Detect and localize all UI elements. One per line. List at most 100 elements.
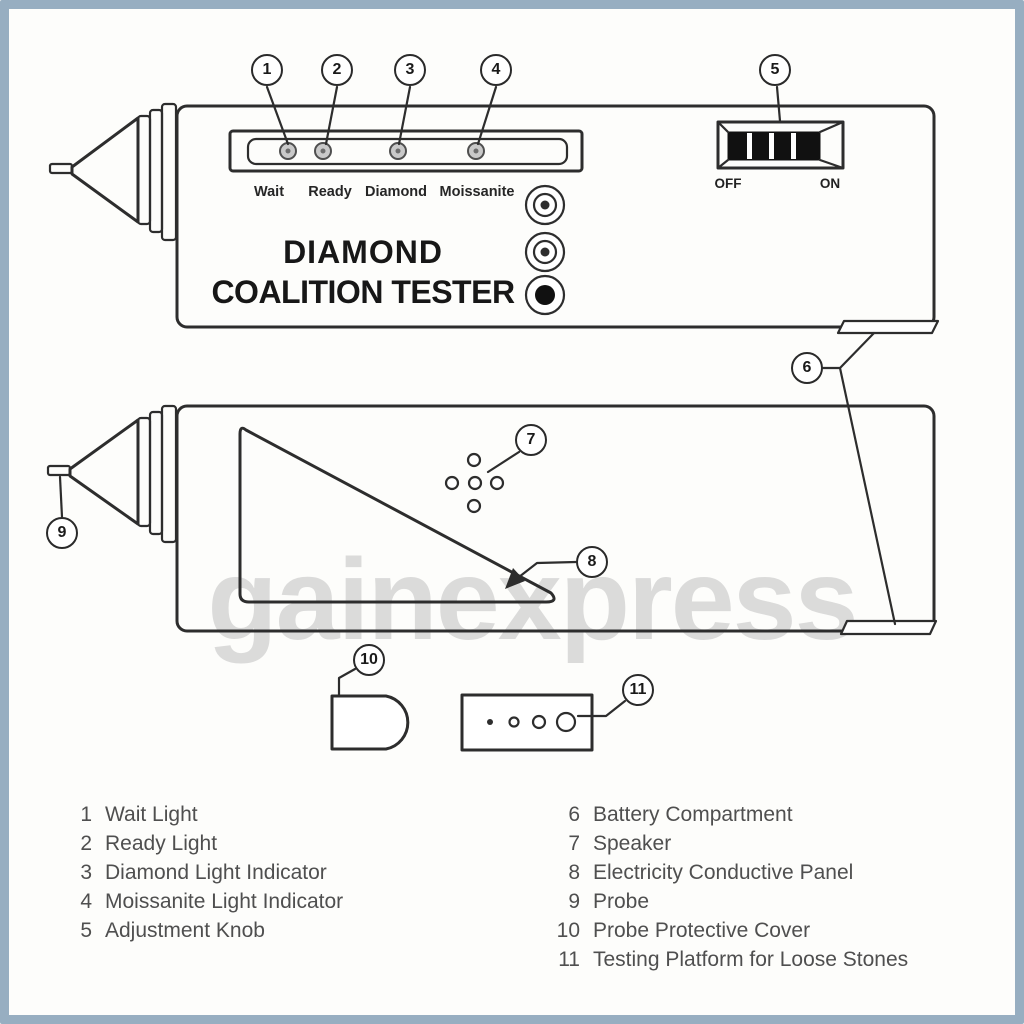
legend-label: Probe Protective Cover [593, 919, 811, 942]
leader-10 [337, 667, 357, 697]
callout-3: 3 [394, 54, 426, 86]
legend-label: Battery Compartment [593, 803, 793, 826]
legend-num: 10 [556, 919, 580, 942]
legend-num: 1 [80, 803, 92, 826]
callout-9: 9 [46, 517, 78, 549]
switch-on-label: ON [819, 176, 841, 191]
speaker-hole [489, 475, 505, 491]
speaker-hole [444, 475, 460, 491]
top-device-view [48, 102, 940, 335]
top-probe-cone [70, 116, 140, 224]
legend-item-1: 1 Wait Light [58, 803, 197, 827]
knob-bevels [716, 120, 845, 170]
top-probe-collar-3 [160, 102, 178, 242]
knob-slit-2 [769, 133, 774, 159]
callout-leader-lines [58, 85, 897, 718]
legend-num: 2 [80, 832, 92, 855]
button-1-ring [532, 192, 558, 218]
leader-1 [265, 85, 290, 146]
speaker-hole [466, 452, 482, 468]
testing-platform [460, 693, 594, 752]
leader-4 [476, 85, 498, 146]
device-title-line1: DIAMOND [283, 234, 443, 270]
callout-8: 8 [576, 546, 608, 578]
knob-slit-3 [791, 133, 796, 159]
button-2-dot [540, 247, 550, 257]
conductive-panel-triangle [238, 426, 556, 604]
legend-num: 11 [558, 948, 580, 971]
callout-4: 4 [480, 54, 512, 86]
legend-num: 6 [568, 803, 580, 826]
battery-slot-bottom [839, 619, 938, 636]
legend-item-6: 6 Battery Compartment [540, 803, 793, 827]
bottom-probe-collar-2 [148, 410, 164, 536]
callout-11: 11 [622, 674, 654, 706]
legend-item-7: 7 Speaker [540, 832, 671, 856]
ready-label: Ready [308, 184, 352, 200]
legend-label: Probe [593, 890, 650, 913]
bottom-probe-tip [46, 464, 72, 477]
legend-item-10: 10 Probe Protective Cover [540, 919, 810, 943]
knob-slit-1 [747, 133, 752, 159]
platform-hole-2 [508, 716, 520, 728]
callout-2: 2 [321, 54, 353, 86]
indicator-leds [279, 142, 485, 160]
watermark-text: gainexpress [207, 536, 858, 664]
diamond-label: Diamond [364, 184, 428, 200]
button-2-ring [532, 239, 558, 265]
leader-3 [397, 85, 412, 146]
legend-num: 4 [80, 890, 92, 913]
legend-item-4: 4 Moissanite Light Indicator [58, 890, 343, 914]
speaker-hole [467, 475, 483, 491]
moissanite-led-dot [473, 148, 479, 154]
moissanite-label: Moissanite [439, 184, 515, 200]
legend-item-3: 3 Diamond Light Indicator [58, 861, 327, 885]
leader-8 [517, 560, 578, 579]
legend-label: Moissanite Light Indicator [105, 890, 344, 913]
testing-platform-body [460, 693, 594, 752]
callout-6: 6 [791, 352, 823, 384]
legend-num: 9 [568, 890, 580, 913]
legend-item-9: 9 Probe [540, 890, 649, 914]
indicator-strip-inner [246, 137, 569, 166]
top-probe-tip [48, 162, 74, 175]
bottom-device-view [46, 404, 938, 636]
legend-label: Testing Platform for Loose Stones [593, 948, 909, 971]
leader-8-arrowhead [505, 568, 525, 589]
battery-slot-top [836, 319, 940, 335]
legend-item-2: 2 Ready Light [58, 832, 217, 856]
leader-7 [486, 450, 521, 474]
bottom-device-body [175, 404, 936, 633]
round-buttons [524, 184, 566, 316]
legend-item-11: 11 Testing Platform for Loose Stones [540, 948, 908, 972]
leader-2 [324, 85, 339, 146]
legend-label: Speaker [593, 832, 672, 855]
legend-num: 8 [568, 861, 580, 884]
legend-item-5: 5 Adjustment Knob [58, 919, 265, 943]
wait-label: Wait [253, 184, 285, 200]
button-3-dot [535, 285, 555, 305]
bottom-probe-collar-1 [136, 416, 152, 528]
callout-7: 7 [515, 424, 547, 456]
switch-off-label: OFF [714, 176, 742, 191]
legend-label: Diamond Light Indicator [105, 861, 327, 884]
indicator-strip-outer [228, 129, 584, 173]
wait-led-dot [285, 148, 291, 154]
device-title-line2: COALITION TESTER [211, 274, 515, 310]
speaker-holes [444, 452, 505, 514]
platform-hole-3 [531, 714, 547, 730]
legend-num: 5 [80, 919, 92, 942]
legend-label: Electricity Conductive Panel [593, 861, 854, 884]
diamond-led-dot [395, 148, 401, 154]
legend-label: Ready Light [105, 832, 218, 855]
ready-led-dot [320, 148, 326, 154]
platform-hole-1 [487, 719, 493, 725]
platform-hole-4 [555, 711, 577, 733]
callout-5: 5 [759, 54, 791, 86]
probe-protective-cover [330, 694, 410, 751]
leader-6 [821, 331, 897, 626]
legend-num: 3 [80, 861, 92, 884]
leader-11 [576, 699, 627, 718]
